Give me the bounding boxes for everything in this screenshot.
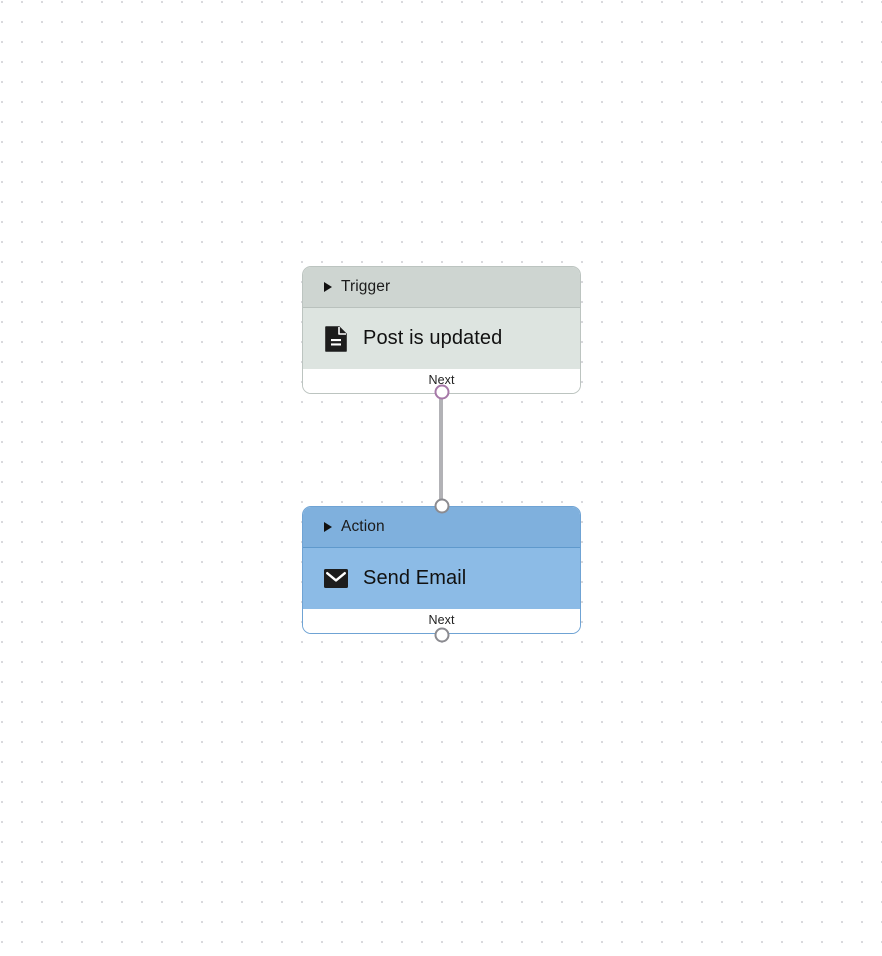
action-node-body-label: Send Email — [363, 567, 467, 589]
trigger-node-frame: Trigger Post is updated Next — [302, 266, 581, 394]
trigger-node-body-label: Post is updated — [363, 327, 503, 349]
action-input-port[interactable] — [434, 498, 449, 514]
chevron-right-icon[interactable] — [324, 282, 332, 292]
document-icon — [323, 325, 349, 352]
trigger-node-header[interactable]: Trigger — [303, 267, 580, 308]
action-node-next-label: Next — [428, 613, 455, 628]
action-node-header[interactable]: Action — [303, 507, 580, 548]
action-node-frame: Action Send Email Next — [302, 506, 581, 634]
chevron-right-icon[interactable] — [324, 522, 332, 532]
workflow-node-trigger[interactable]: Trigger Post is updated Next — [302, 266, 581, 400]
trigger-node-next-label: Next — [428, 373, 455, 388]
workflow-node-action[interactable]: Action Send Email Next — [302, 498, 581, 643]
trigger-node-header-label: Trigger — [341, 278, 391, 295]
trigger-output-port[interactable] — [434, 384, 449, 400]
action-node-header-label: Action — [341, 518, 385, 535]
action-output-port[interactable] — [434, 627, 449, 643]
action-node-body[interactable]: Send Email — [303, 548, 580, 609]
envelope-icon — [323, 566, 349, 592]
edge-trigger-to-action[interactable] — [439, 396, 443, 506]
trigger-node-body[interactable]: Post is updated — [303, 308, 580, 369]
